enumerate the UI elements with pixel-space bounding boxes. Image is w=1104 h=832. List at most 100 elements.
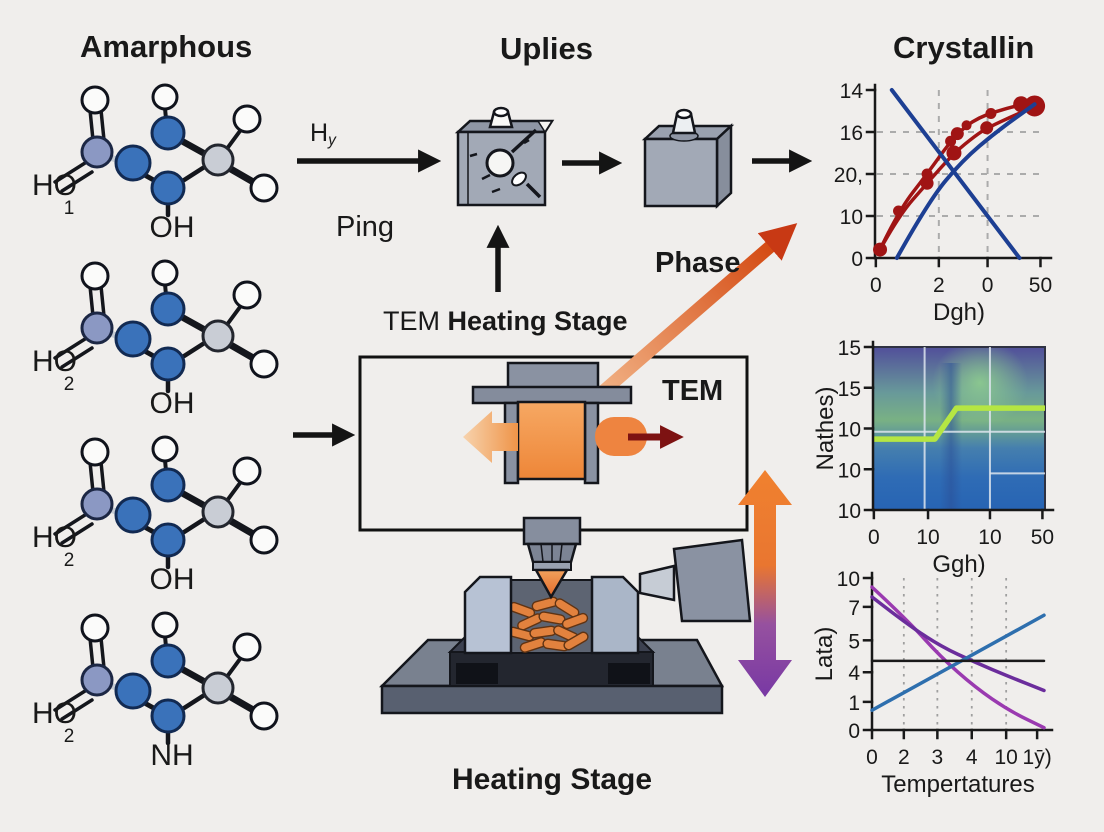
x-tick-label: 50: [1029, 274, 1052, 297]
bottom-caption: Heating Stage: [452, 763, 653, 796]
series-blue-ascending-curve: [894, 102, 1037, 260]
holder-right-wall: [590, 575, 640, 655]
reaction-condition-below: Ping: [336, 211, 395, 243]
molecule-left-sub: 2: [64, 374, 75, 395]
atom-gray: [201, 143, 235, 177]
atom-blue: [150, 698, 186, 734]
holder-left-wall: [463, 575, 513, 655]
x-tick-label: 2: [898, 746, 910, 769]
atom-gray: [201, 495, 235, 529]
x-tick-label: 2: [933, 274, 945, 297]
x-axis-label: Dgh): [933, 299, 985, 326]
molecule-bottom-label: OH: [150, 211, 195, 244]
data-marker: [950, 127, 964, 141]
molecule-bottom-label: OH: [150, 563, 195, 596]
atom-blue: [150, 467, 186, 503]
y-tick-label: 0: [848, 720, 860, 743]
heating-element: [516, 400, 587, 481]
molecule-3: HO 2 OH: [32, 435, 279, 596]
molecule-atoms: [80, 611, 279, 734]
molecule-2: HO 2 OH: [32, 259, 279, 420]
furnace-bar: [471, 385, 633, 405]
y-tick-label: 10: [838, 500, 861, 523]
atom-slate: [80, 311, 114, 345]
atom-slate: [80, 487, 114, 521]
atom-white: [151, 611, 179, 639]
x-tick-label: 50: [1031, 526, 1054, 549]
x-tick-label: 0: [870, 274, 882, 297]
heat-flow-left-arrow: [463, 411, 518, 463]
reaction-condition-label: Hy: [310, 119, 336, 149]
sample-material: [507, 596, 589, 653]
x-tick-label: 1ȳ): [1023, 746, 1052, 769]
heatmap-surface: [873, 347, 1045, 510]
atom-white: [249, 349, 279, 379]
phase-label: Phase: [655, 247, 741, 279]
series-red-lower-curve: [878, 105, 1037, 252]
title-amorphous: Amarphous: [80, 29, 253, 64]
y-tick-label: 10: [837, 568, 860, 591]
atom-white: [80, 613, 110, 643]
y-axis-label: Nathes): [815, 386, 839, 470]
x-tick-label: 0: [866, 746, 878, 769]
series-purple-shallow-curve: [870, 595, 1046, 693]
stage-caption-bold: Heating Stage: [447, 306, 628, 336]
data-marker: [921, 168, 933, 180]
x-tick-label: 10: [978, 526, 1001, 549]
atom-white: [151, 435, 179, 463]
base-platform-front: [380, 684, 724, 715]
molecule-left-sub: 2: [64, 726, 75, 747]
electron-beam-cone: [533, 568, 570, 600]
molecule-atoms: [80, 259, 279, 382]
data-marker: [980, 121, 994, 135]
molecule-bottom-label: OH: [150, 387, 195, 420]
detector-camera: [672, 538, 752, 623]
stage-caption-prefix: TEM: [383, 306, 448, 336]
molecule-left-sub: 1: [64, 198, 75, 219]
sample-grain: [563, 631, 589, 651]
x-tick-label: 10: [916, 526, 939, 549]
step-line: [873, 405, 1045, 442]
molecule-1: HO 1 OH: [32, 83, 279, 244]
atom-slate: [80, 663, 114, 697]
molecule-bottom-label: NH: [150, 739, 193, 772]
series-purple-steep-curve: [870, 585, 1046, 730]
sample-cube: [641, 108, 735, 209]
reaction-label-sub: y: [328, 131, 336, 149]
atom-slate: [80, 135, 114, 169]
atom-blue: [150, 115, 186, 151]
atom-gray: [201, 319, 235, 353]
column-stem: [522, 516, 582, 546]
atom-blue: [150, 170, 186, 206]
atom-white: [232, 632, 262, 662]
molecule-left-label: HO: [32, 697, 77, 730]
x-axis-label: Ggh): [932, 551, 985, 578]
y-tick-label: 10: [838, 419, 861, 442]
molecule-left-sub: 2: [64, 550, 75, 571]
data-marker: [920, 176, 934, 190]
x-tick-label: 0: [868, 526, 880, 549]
y-tick-label: 15: [838, 378, 861, 401]
series-blue-descending-line: [889, 88, 1022, 260]
x-tick-label: 10: [994, 746, 1017, 769]
phase-arrow: [579, 223, 798, 413]
y-tick-label: 15: [838, 337, 861, 360]
x-tick-label: 0: [982, 274, 994, 297]
atom-white: [80, 437, 110, 467]
y-tick-label: 10: [840, 206, 863, 229]
atom-white: [151, 259, 179, 287]
y-axis-label: Lata): [814, 627, 838, 682]
atom-blue: [114, 144, 152, 182]
porthole-circle: [485, 148, 515, 178]
y-tick-label: 1: [848, 692, 860, 715]
molecule-left-label: HO: [32, 169, 77, 202]
y-tick-label: 0: [851, 248, 863, 271]
atom-white: [249, 525, 279, 555]
title-uplies: Uplies: [500, 31, 594, 66]
x-tick-label: 3: [932, 746, 944, 769]
y-tick-label: 4: [848, 662, 860, 685]
